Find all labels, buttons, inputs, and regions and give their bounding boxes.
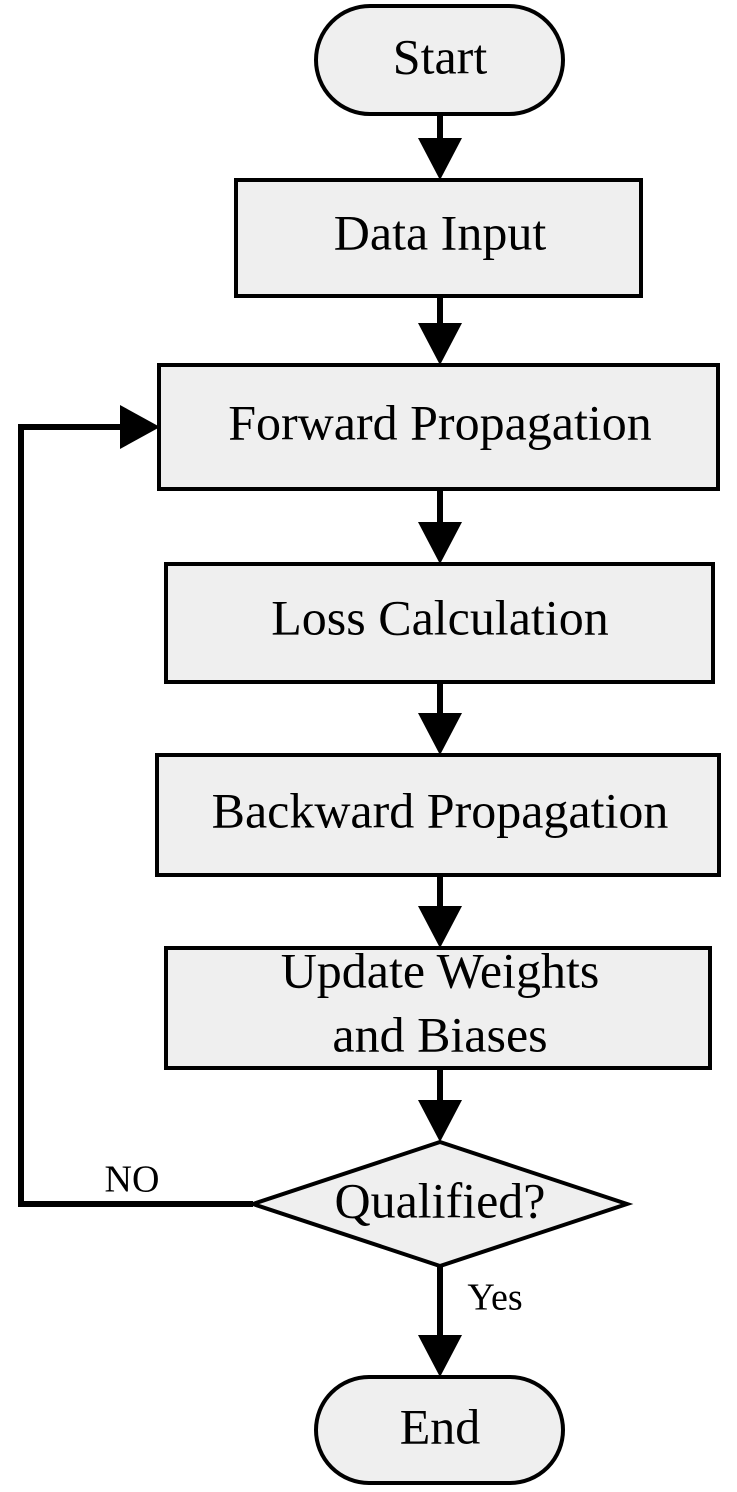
arrowhead-loss-to-backward: [418, 713, 462, 755]
backward-propagation-label: Backward Propagation: [212, 782, 669, 838]
forward-propagation-label: Forward Propagation: [228, 394, 652, 450]
no-edge-label: NO: [105, 1159, 160, 1201]
arrowhead-start-to-data-input: [418, 138, 462, 180]
arrowhead-backward-to-update: [418, 906, 462, 948]
yes-edge-label: Yes: [467, 1277, 522, 1319]
no-loop-line: [18, 424, 253, 1207]
arrowhead-forward-to-loss: [418, 522, 462, 564]
backward-propagation-box: [155, 753, 721, 877]
arrowhead-update-to-qualified: [418, 1100, 462, 1142]
end-label: End: [400, 1398, 481, 1454]
start-label: Start: [393, 28, 488, 84]
loss-calculation-box: [164, 562, 715, 684]
loss-calculation-label: Loss Calculation: [271, 589, 608, 645]
end-terminal: [314, 1375, 565, 1485]
data-input-label: Data Input: [334, 204, 547, 260]
update-weights-label-line2: and Biases: [332, 1006, 547, 1062]
arrowhead-qualified-to-end: [418, 1335, 462, 1377]
arrowhead-data-input-to-forward: [418, 323, 462, 365]
update-weights-label-line1: Update Weights: [281, 942, 600, 998]
qualified-label: Qualified?: [334, 1172, 545, 1228]
data-input-box: [234, 178, 643, 298]
arrowhead-no-loop: [120, 405, 160, 449]
